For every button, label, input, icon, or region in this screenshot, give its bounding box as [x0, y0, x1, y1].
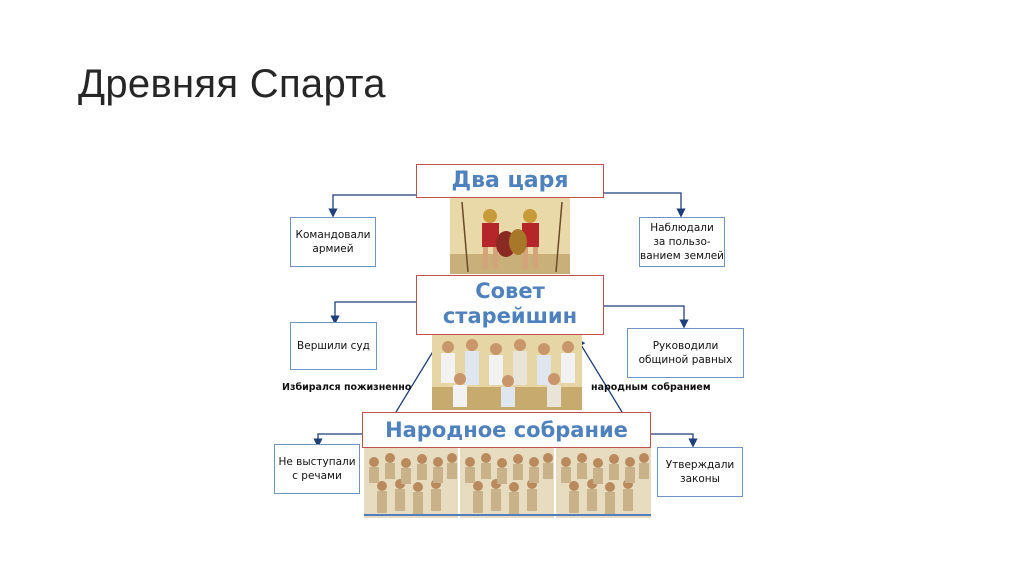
box-text-line: Вершили суд — [297, 340, 370, 352]
arrow-council-to-led — [604, 305, 689, 329]
council-label-line2: старейшин — [442, 304, 578, 328]
box-text-line: Утверждали — [665, 459, 735, 471]
box-no-speeches: Не выступали с речами — [274, 444, 360, 494]
assembly-picture — [364, 448, 651, 518]
tier-two-kings: Два царя — [416, 164, 604, 198]
box-text-line: за пользо- — [653, 236, 711, 248]
box-judged: Вершили суд — [290, 322, 377, 370]
box-led-community: Руководили общиной равных — [627, 328, 744, 378]
box-text-line: Не выступали — [278, 456, 356, 468]
slide-title: Древняя Спарта — [78, 62, 386, 106]
box-text-line: общиной равных — [638, 354, 733, 366]
council-label-line1: Совет — [475, 279, 545, 303]
arrow-assembly-to-no-speech — [313, 433, 362, 448]
box-commanded-army: Командовали армией — [290, 217, 376, 267]
box-oversaw-land: Наблюдали за пользо- ванием землей — [639, 217, 725, 267]
arrow-kings-to-oversaw — [604, 192, 686, 218]
arrow-assembly-to-council-right — [576, 337, 623, 413]
arrow-assembly-to-approved — [651, 433, 698, 448]
arrow-kings-to-commanded — [328, 194, 416, 218]
box-text-line: Руководили — [652, 340, 719, 352]
kings-picture — [450, 198, 570, 274]
arrow-council-to-judged — [330, 301, 416, 325]
box-text-line: Командовали — [295, 229, 371, 241]
note-elected-for-life: Избирался пожизненно — [282, 382, 412, 393]
box-text-line: ванием землей — [640, 250, 724, 262]
note-by-assembly: народным собранием — [591, 382, 711, 393]
box-text-line: с речами — [292, 470, 342, 482]
box-text-line: законы — [680, 473, 720, 485]
box-text-line: Наблюдали — [650, 222, 714, 234]
box-approved-laws: Утверждали законы — [657, 447, 743, 497]
tier-peoples-assembly: Народное собрание — [362, 412, 651, 448]
tier-council-of-elders: Совет старейшин — [416, 275, 604, 335]
council-picture — [432, 335, 582, 410]
box-text-line: армией — [312, 243, 354, 255]
